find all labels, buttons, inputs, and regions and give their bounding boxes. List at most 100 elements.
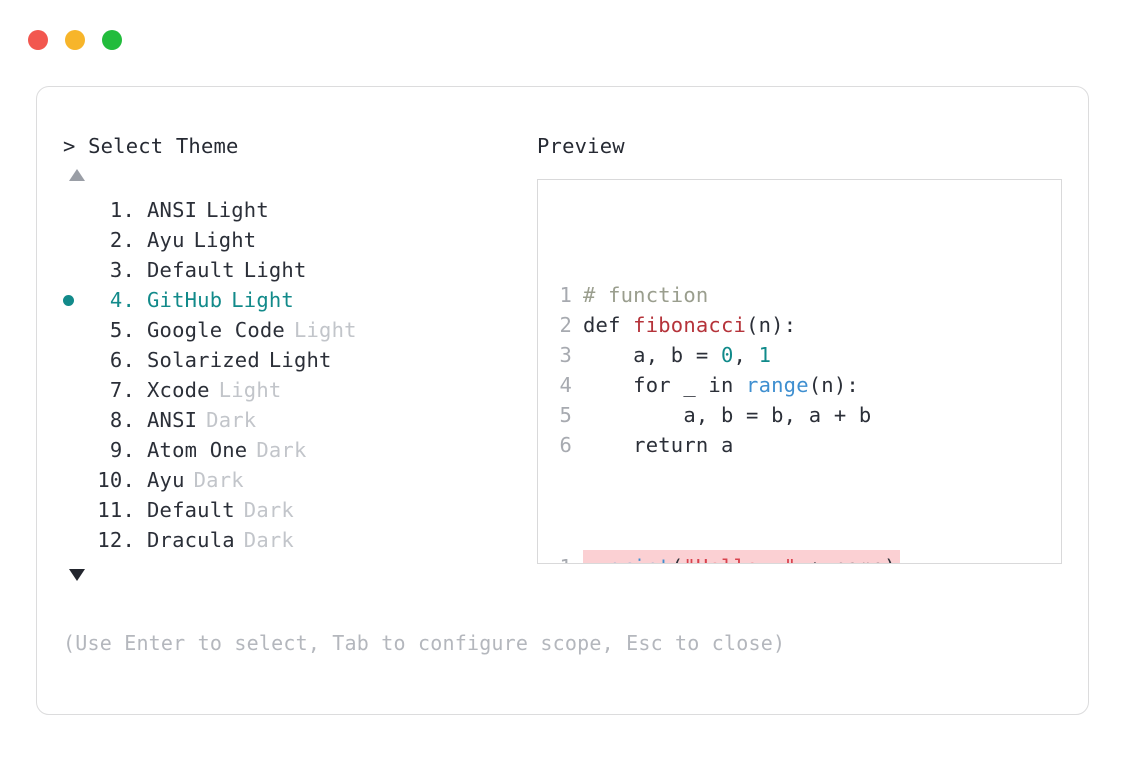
theme-item-name: Ayu [147,468,185,492]
theme-item-name: Atom One [147,438,248,462]
selection-bullet-cell [63,345,91,375]
code-token: def [583,313,634,337]
line-number: 5 [559,403,572,427]
theme-item-variant: Dark [206,408,257,432]
theme-item-variant: Dark [243,528,294,552]
selection-bullet-cell [63,285,91,315]
theme-list-item[interactable]: 9. Atom One Dark [63,435,533,465]
code-token: print [608,555,671,563]
theme-item-index: 12. [97,528,135,552]
theme-list-item[interactable]: 10. Ayu Dark [63,465,533,495]
theme-item-variant: Light [193,228,257,252]
code-token: (n): [808,373,859,397]
selection-bullet-cell [63,405,91,435]
theme-item-name: Default [147,258,235,282]
code-line: 4 for _ in range(n): [552,370,1061,400]
selection-bullet-cell [63,315,91,345]
code-line: 3 a, b = 0, 1 [552,340,1061,370]
code-token: ) [884,555,897,563]
theme-item-index: 5. [109,318,135,342]
theme-item-variant: Light [268,348,332,372]
selection-bullet-cell [63,465,91,495]
theme-list-item[interactable]: 8. ANSI Dark [63,405,533,435]
diff-line-del: 1- print("Hello, " + name) [552,550,1061,563]
code-token: 0 [720,343,734,367]
theme-item-name: ANSI [147,198,198,222]
triangle-up-icon[interactable] [69,169,85,181]
selection-bullet-cell [63,225,91,255]
theme-item-variant: Light [243,258,307,282]
line-number: 6 [559,433,572,457]
code-token: 1 [758,343,772,367]
theme-item-index: 10. [97,468,135,492]
maximize-button[interactable] [102,30,122,50]
theme-item-name: Ayu [147,228,185,252]
theme-item-variant: Dark [256,438,307,462]
line-number: 3 [559,343,572,367]
theme-item-variant: Light [206,198,269,222]
code-token: , [733,343,759,367]
code-line: 1 # function [552,280,1061,310]
code-token: "Hello, " [683,555,796,563]
line-number: 1 [559,283,572,307]
theme-item-name: GitHub [147,288,223,312]
window-traffic-lights [28,30,122,50]
diff-lines: 1- print("Hello, " + name)1+ print(f"Hel… [552,550,1061,563]
diff-sign: - [583,555,608,563]
theme-item-name: Solarized [147,348,260,372]
triangle-down-icon[interactable] [69,569,85,581]
theme-item-index: 11. [97,498,135,522]
diff-line-content: - print("Hello, " + name) [583,550,900,563]
theme-item-name: Dracula [147,528,235,552]
theme-list-item[interactable]: 5. Google Code Light [63,315,533,345]
theme-item-name: Google Code [147,318,285,342]
code-token: (n): [746,313,797,337]
code-line: 5 a, b = b, a + b [552,400,1061,430]
selection-bullet-icon [63,294,74,306]
close-button[interactable] [28,30,48,50]
code-line: 6 return a [552,430,1061,460]
line-number: 4 [559,373,572,397]
selection-bullet-cell [63,255,91,285]
selection-bullet-cell [63,435,91,465]
theme-item-index: 8. [109,408,135,432]
theme-list-item[interactable]: 12. Dracula Dark [63,525,533,555]
theme-item-index: 1. [109,198,135,222]
code-token: a, b = b, a + b [583,403,872,427]
code-token: ( [671,555,684,563]
theme-item-name: Xcode [147,378,210,402]
theme-list-item[interactable]: 3. Default Light [63,255,533,285]
keyboard-hint: (Use Enter to select, Tab to configure s… [63,631,786,655]
theme-item-name: ANSI [147,408,198,432]
theme-item-variant: Dark [193,468,244,492]
line-number: 2 [559,313,572,337]
code-token: # function [583,283,709,307]
code-token: for _ in [583,373,747,397]
theme-item-variant: Light [231,288,294,312]
selection-bullet-cell [63,495,91,525]
code-token: range [746,373,809,397]
code-token: return a [583,433,734,457]
theme-list-item[interactable]: 1. ANSI Light [63,195,533,225]
code-token: + name [796,555,884,563]
theme-item-index: 3. [109,258,135,282]
selection-bullet-cell [63,375,91,405]
theme-item-index: 9. [109,438,135,462]
minimize-button[interactable] [65,30,85,50]
selection-bullet-cell [63,525,91,555]
preview-title: Preview [537,134,625,158]
theme-item-variant: Light [293,318,357,342]
